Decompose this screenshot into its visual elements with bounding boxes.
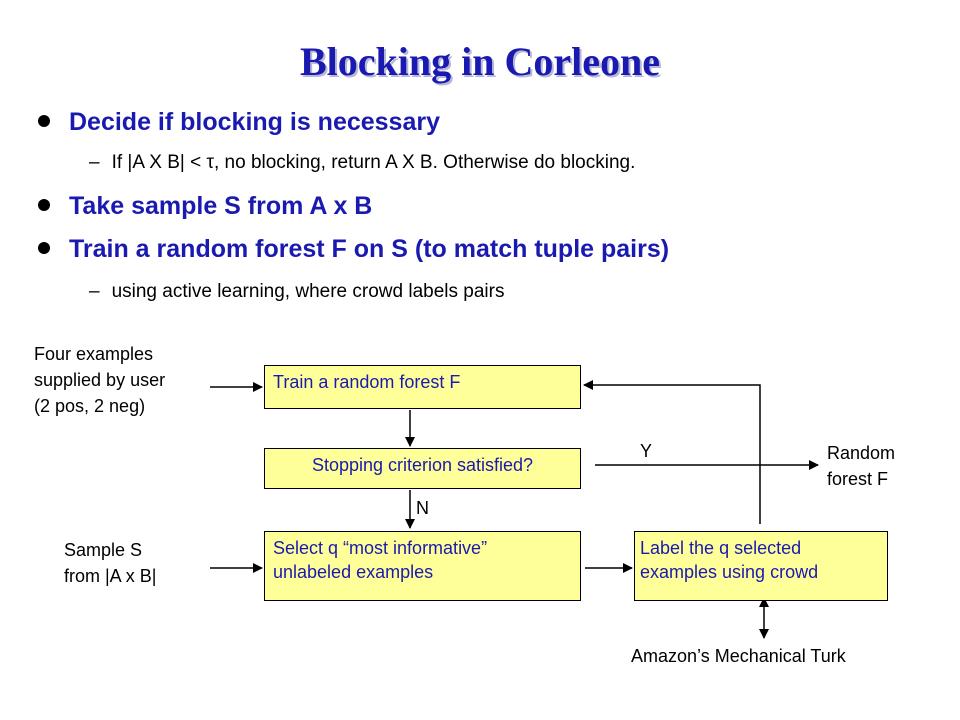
yes-label: Y — [640, 441, 653, 461]
bullet-dot — [38, 242, 50, 255]
stopping-criterion-box: Stopping criterion satisfied? — [264, 448, 581, 489]
train-forest-text: Train a random forest F — [273, 372, 461, 392]
dash: – — [89, 281, 100, 302]
no-label: N — [416, 498, 429, 518]
subbullet-text: using active learning, where crowd label… — [111, 281, 505, 302]
select-examples-box: Select q “most informative” unlabeled exa… — [264, 531, 581, 601]
label-crowd-box: Label the q selected examples using crowd — [634, 531, 888, 601]
bullet-dot — [38, 199, 50, 212]
arrow-label-loop-to-train — [583, 380, 761, 524]
random-forest-output-label: Random forest F — [827, 440, 895, 492]
label-line-1: Label the q selected — [640, 538, 802, 558]
stopping-criterion-text: Stopping criterion satisfied? — [311, 455, 534, 475]
select-line-2: unlabeled examples — [273, 562, 434, 582]
subbullet-text: If |A X B| < τ, no blocking, return A X … — [111, 152, 636, 173]
bullet-text: Train a random forest F on S (to match t… — [69, 235, 670, 263]
bullet-train-forest: Train a random forest F on S (to match t… — [38, 235, 669, 264]
sample-line-2: from |A x B| — [64, 566, 157, 586]
sample-line-1: Sample S — [64, 540, 143, 560]
four-examples-line-1: Four examples — [34, 344, 154, 364]
subbullet-threshold: –If |A X B| < τ, no blocking, return A X… — [89, 152, 635, 174]
slide-title: Blocking in Corleone — [299, 39, 661, 84]
bullet-dot — [38, 115, 50, 128]
label-line-2: examples using crowd — [640, 562, 819, 582]
subbullet-active-learning: –using active learning, where crowd labe… — [89, 281, 504, 303]
random-forest-line-1: Random — [827, 443, 896, 463]
select-line-1: Select q “most informative” — [273, 538, 488, 558]
four-examples-line-3: (2 pos, 2 neg) — [34, 396, 146, 416]
mechanical-turk-label: Amazon’s Mechanical Turk — [631, 646, 846, 666]
dash: – — [89, 152, 100, 173]
train-forest-box: Train a random forest F — [264, 365, 581, 409]
bullet-take-sample: Take sample S from A x B — [38, 192, 372, 221]
random-forest-line-2: forest F — [827, 469, 889, 489]
bullet-decide-blocking: Decide if blocking is necessary — [38, 108, 440, 137]
bullet-text: Decide if blocking is necessary — [69, 108, 440, 136]
four-examples-line-2: supplied by user — [34, 370, 166, 390]
sample-label: Sample S from |A x B| — [64, 537, 156, 589]
bullet-text: Take sample S from A x B — [69, 192, 373, 220]
four-examples-label: Four examples supplied by user (2 pos, 2… — [34, 341, 165, 419]
